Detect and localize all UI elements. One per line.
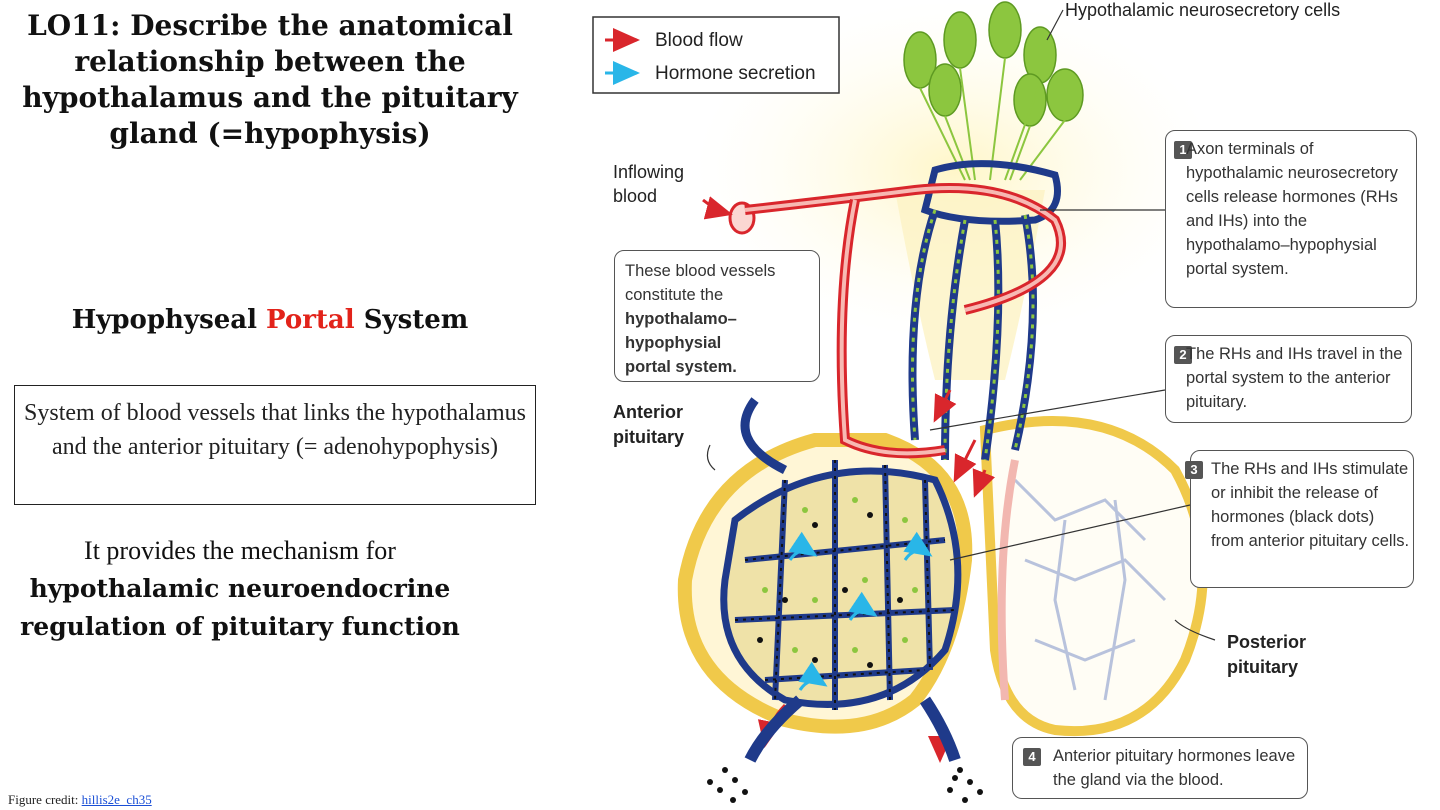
infundibulum xyxy=(895,190,1045,380)
label-posterior: Posterior xyxy=(1227,632,1306,652)
step-1-callout: 1 Axon terminals of hypothalamic neurose… xyxy=(1165,130,1417,308)
step-2-callout: 2 The RHs and IHs travel in the portal s… xyxy=(1165,335,1412,423)
portal-callout-bold3: portal system. xyxy=(625,358,737,376)
portal-callout-line1: These blood vessels xyxy=(625,262,776,280)
exiting-veins xyxy=(707,695,983,803)
label-inflowing: Inflowing xyxy=(613,162,684,182)
step-4-number: 4 xyxy=(1023,748,1041,766)
heading-portal-word: Portal xyxy=(266,305,355,335)
portal-system-callout: These blood vessels constitute the hypot… xyxy=(614,250,820,382)
mechanism-bold: hypothalamic neuroendocrine regulation o… xyxy=(20,574,460,641)
step-3-text: The RHs and IHs stimulate or inhibit the… xyxy=(1211,460,1410,550)
portal-callout-line2: constitute the xyxy=(625,286,724,304)
portal-veins xyxy=(740,160,1061,475)
step-2-number: 2 xyxy=(1174,346,1192,364)
legend-blood-flow: Blood flow xyxy=(655,30,743,51)
label-neurosecretory-cells: Hypothalamic neurosecretory cells xyxy=(1065,0,1340,20)
step-4-callout: 4 Anterior pituitary hormones leave the … xyxy=(1012,737,1308,799)
step-1-text: Axon terminals of hypothalamic neurosecr… xyxy=(1186,140,1398,278)
mechanism-intro: It provides the mechanism for xyxy=(84,536,396,565)
heading-part-2: System xyxy=(354,305,469,335)
neurosecretory-cells xyxy=(903,1,1084,181)
step-3-number: 3 xyxy=(1185,461,1203,479)
step-1-number: 1 xyxy=(1174,141,1192,159)
label-pituitary-posterior: pituitary xyxy=(1227,657,1298,677)
label-anterior: Anterior xyxy=(613,402,683,422)
step-2-text: The RHs and IHs travel in the portal sys… xyxy=(1186,345,1403,411)
portal-callout-bold1: hypothalamo– xyxy=(625,310,737,328)
legend-hormone-secretion: Hormone secretion xyxy=(655,63,816,84)
definition-box: System of blood vessels that links the h… xyxy=(14,385,536,505)
artery xyxy=(728,183,1066,459)
anterior-pituitary-network xyxy=(720,460,962,710)
slide-title: LO11: Describe the anatomical relationsh… xyxy=(22,9,518,150)
leader-lines xyxy=(706,9,1216,641)
mechanism-text: It provides the mechanism for hypothalam… xyxy=(14,532,466,646)
posterior-pituitary-lobe xyxy=(979,416,1208,737)
label-pituitary-anterior: pituitary xyxy=(613,427,684,447)
label-blood: blood xyxy=(613,186,657,206)
portal-callout-bold2: hypophysial xyxy=(625,334,722,352)
section-heading: Hypophyseal Portal System xyxy=(14,305,526,335)
figure-credit: Figure credit: hillis2e_ch35 xyxy=(8,792,152,808)
credit-label: Figure credit: xyxy=(8,792,82,807)
pituitary-portal-diagram: Blood flow Hormone secretion Hypothalami… xyxy=(592,0,1340,803)
step-4-text: Anterior pituitary hormones leave the gl… xyxy=(1053,747,1296,789)
step-3-callout: 3 The RHs and IHs stimulate or inhibit t… xyxy=(1185,450,1414,588)
credit-link[interactable]: hillis2e_ch35 xyxy=(81,792,152,807)
heading-part-1: Hypophyseal xyxy=(71,305,267,335)
legend: Blood flow Hormone secretion xyxy=(592,16,840,94)
